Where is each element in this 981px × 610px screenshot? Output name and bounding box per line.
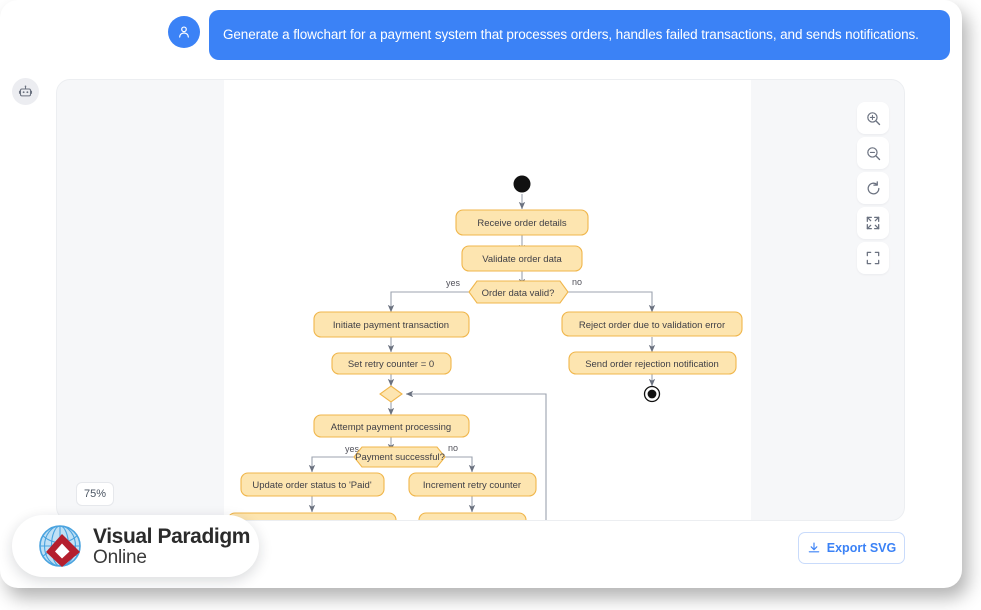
node-update-order-status-paid[interactable]: Update order status to 'Paid' bbox=[240, 472, 385, 497]
flowchart-nodes: Receive order details Validate order dat… bbox=[227, 175, 743, 521]
brand-text: Visual Paradigm Online bbox=[93, 526, 250, 567]
export-svg-button[interactable]: Export SVG bbox=[798, 532, 905, 564]
node-initiate-payment-transaction[interactable]: Initiate payment transaction bbox=[313, 311, 470, 338]
node-send-payment-confirmation-email[interactable]: Send payment confirmation email bbox=[227, 512, 397, 521]
branding-pill: Visual Paradigm Online bbox=[12, 515, 259, 577]
app-window: Generate a flowchart for a payment syste… bbox=[12, 10, 950, 577]
node-send-order-rejection-notification[interactable]: Send order rejection notification bbox=[568, 351, 737, 375]
zoom-in-icon bbox=[866, 111, 880, 125]
node-label: Payment successful? bbox=[355, 452, 445, 463]
flowchart-svg: yes no yes no yes Receive order details bbox=[227, 175, 743, 521]
fit-screen-icon bbox=[866, 216, 880, 230]
diagram-canvas[interactable]: yes no yes no yes Receive order details bbox=[224, 80, 751, 521]
node-label: Initiate payment transaction bbox=[333, 320, 449, 331]
zoom-in-button[interactable] bbox=[857, 102, 889, 134]
export-svg-label: Export SVG bbox=[826, 541, 897, 555]
node-set-retry-counter[interactable]: Set retry counter = 0 bbox=[331, 352, 452, 375]
chat-message-row: Generate a flowchart for a payment syste… bbox=[168, 10, 950, 60]
zoom-out-icon bbox=[866, 146, 880, 160]
globe-diamond-icon bbox=[39, 525, 81, 567]
guard-label: no bbox=[572, 277, 582, 287]
assistant-avatar bbox=[12, 78, 39, 105]
reset-view-button[interactable] bbox=[857, 172, 889, 204]
robot-icon bbox=[18, 85, 33, 97]
guard-label: yes bbox=[345, 444, 360, 454]
node-label: Receive order details bbox=[477, 218, 566, 229]
node-merge[interactable] bbox=[379, 385, 403, 403]
view-toolbar bbox=[857, 102, 889, 274]
brand-name-secondary: Online bbox=[93, 546, 147, 568]
guard-label: no bbox=[448, 443, 458, 453]
flowchart-edges bbox=[308, 194, 656, 520]
brand-name-primary: Visual Paradigm bbox=[93, 524, 251, 548]
node-label: Set retry counter = 0 bbox=[348, 359, 434, 370]
user-message-text: Generate a flowchart for a payment syste… bbox=[223, 26, 919, 42]
node-decision-order-data-valid[interactable]: Order data valid? bbox=[468, 280, 569, 304]
node-label: Increment retry counter bbox=[423, 480, 521, 491]
user-icon bbox=[179, 26, 189, 38]
node-decision-payment-successful[interactable]: Payment successful? bbox=[353, 446, 446, 468]
node-label: Update order status to 'Paid' bbox=[252, 480, 371, 491]
node-reject-order[interactable]: Reject order due to validation error bbox=[561, 311, 743, 337]
fullscreen-button[interactable] bbox=[857, 242, 889, 274]
node-label: Attempt payment processing bbox=[331, 422, 451, 433]
flowchart-guard-labels: yes no yes no yes bbox=[345, 277, 582, 454]
diagram-panel: yes no yes no yes Receive order details bbox=[56, 79, 905, 521]
node-validate-order-data[interactable]: Validate order data bbox=[461, 245, 583, 272]
node-attempt-payment-processing[interactable]: Attempt payment processing bbox=[313, 414, 470, 438]
zoom-level-badge[interactable]: 75% bbox=[76, 482, 115, 506]
user-message-bubble: Generate a flowchart for a payment syste… bbox=[209, 10, 950, 60]
node-final-rejected[interactable] bbox=[643, 385, 661, 403]
node-increment-retry-counter[interactable]: Increment retry counter bbox=[408, 472, 537, 497]
zoom-out-button[interactable] bbox=[857, 137, 889, 169]
node-label: Send order rejection notification bbox=[585, 359, 719, 370]
node-initial[interactable] bbox=[513, 175, 531, 193]
fullscreen-icon bbox=[866, 251, 880, 265]
reset-rotate-icon bbox=[867, 180, 879, 194]
node-log-failure-reason[interactable]: Log failure reason bbox=[418, 512, 527, 521]
node-label: Reject order due to validation error bbox=[579, 320, 725, 331]
node-label: Order data valid? bbox=[482, 288, 555, 299]
visual-paradigm-logo bbox=[36, 522, 84, 570]
guard-label: yes bbox=[446, 278, 461, 288]
download-icon bbox=[808, 542, 820, 553]
node-receive-order-details[interactable]: Receive order details bbox=[455, 209, 589, 236]
node-label: Validate order data bbox=[482, 254, 562, 265]
user-avatar bbox=[168, 16, 200, 48]
zoom-level-label: 75% bbox=[84, 488, 107, 500]
fit-screen-button[interactable] bbox=[857, 207, 889, 239]
